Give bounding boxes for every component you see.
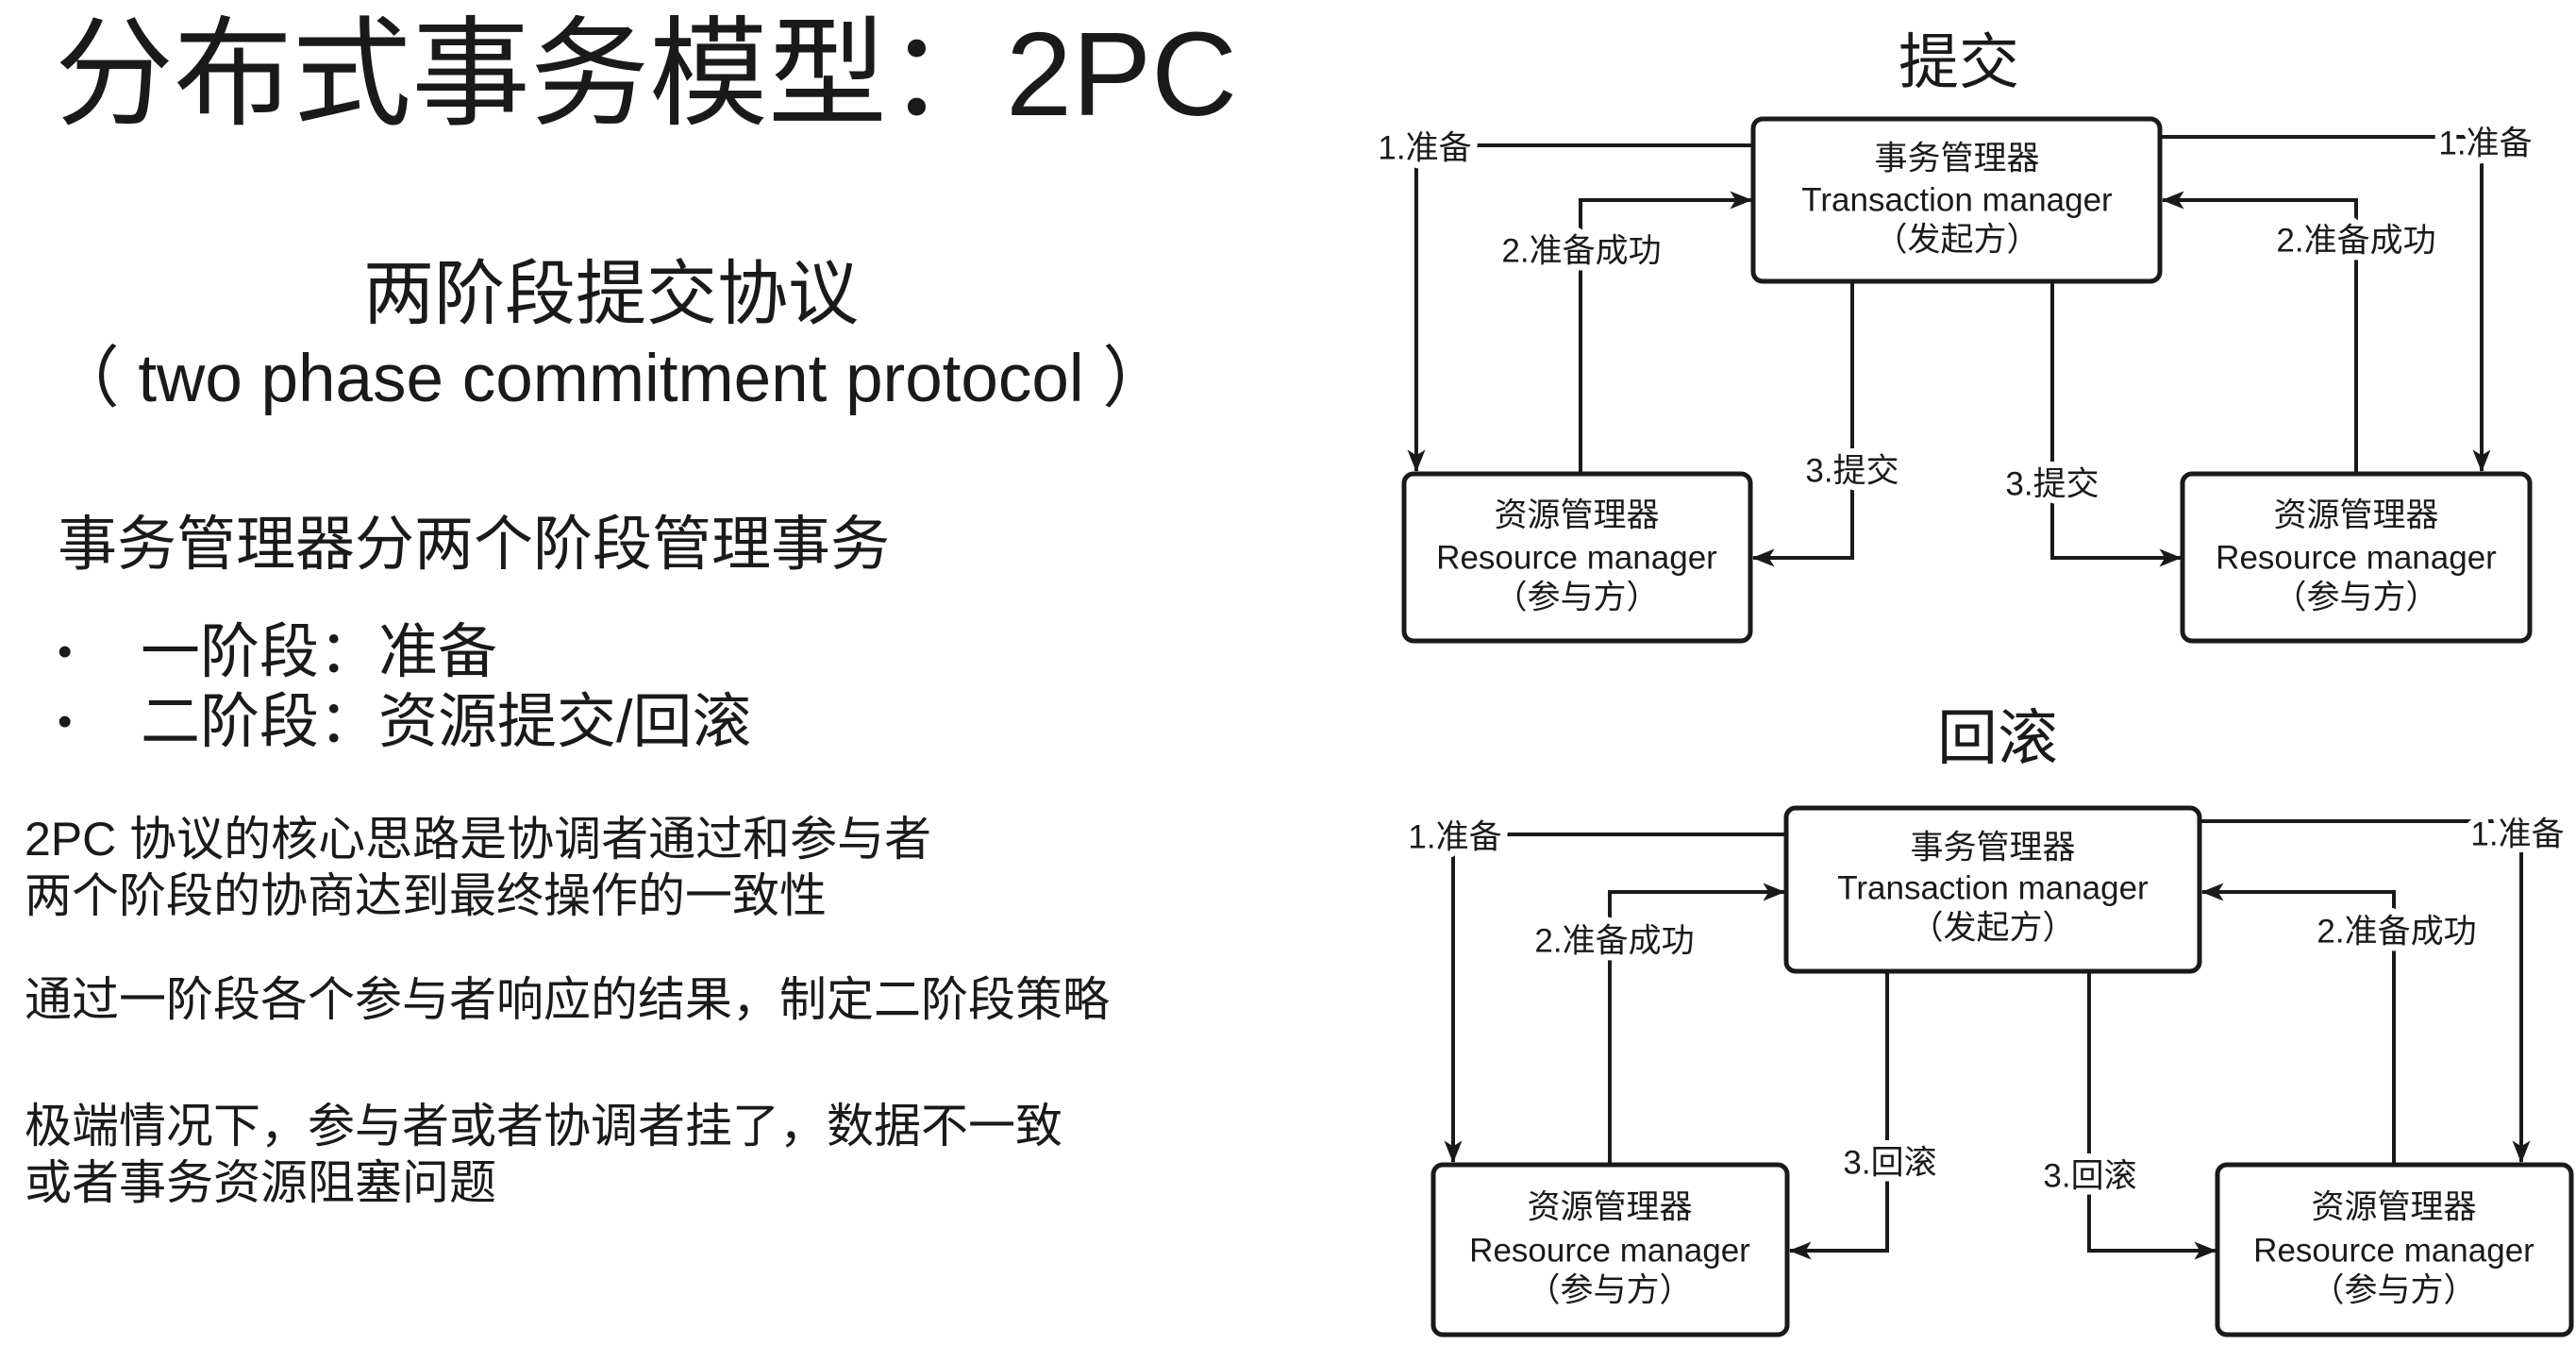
note-line: 2PC 协议的核心思路是协调者通过和参与者 bbox=[25, 813, 932, 866]
transaction-manager-node: 事务管理器 Transaction manager （发起方） bbox=[1783, 805, 2202, 974]
edge-label-prepare-ok-right: 2.准备成功 bbox=[2276, 223, 2435, 260]
protocol-name-cn: 两阶段提交协议 bbox=[362, 254, 859, 333]
edge-prepare-ok-left bbox=[1579, 191, 1753, 474]
node-name-cn: 资源管理器 bbox=[1494, 497, 1659, 534]
edge-prepare-ok-right bbox=[2200, 883, 2396, 1165]
edge-label-rollback-right: 3.回滚 bbox=[2043, 1158, 2136, 1195]
resource-manager-node-left: 资源管理器 Resource manager （参与方） bbox=[1430, 1162, 1790, 1338]
protocol-name-en: （ two phase commitment protocol ） bbox=[52, 342, 1170, 416]
note-line: 两个阶段的协商达到最终操作的一致性 bbox=[25, 869, 827, 922]
edge-prepare-left bbox=[1444, 833, 1786, 1164]
node-name-en: Resource manager bbox=[1436, 540, 1717, 577]
resource-manager-node-left: 资源管理器 Resource manager （参与方） bbox=[1401, 471, 1753, 644]
edge-prepare-right bbox=[2160, 135, 2491, 473]
node-border bbox=[1401, 471, 1753, 644]
node-name-cn: 事务管理器 bbox=[1874, 141, 2039, 177]
edge-prepare-right bbox=[2200, 819, 2531, 1164]
node-name-en: Resource manager bbox=[1469, 1233, 1750, 1270]
node-name-en: Transaction manager bbox=[1837, 870, 2149, 907]
commit-diagram: 提交 事务管理器 Transaction manager （发起方） 资源管理器… bbox=[1371, 28, 2539, 644]
node-name-en: Resource manager bbox=[2216, 540, 2497, 577]
note-line: 极端情况下，参与者或者协调者挂了，数据不一致 bbox=[25, 1099, 1062, 1153]
edge-rollback-left bbox=[1788, 971, 1889, 1260]
node-role: （参与方） bbox=[1527, 1272, 1692, 1309]
node-border bbox=[2215, 1162, 2574, 1338]
slide-title: 分布式事务模型：2PC bbox=[55, 8, 1238, 141]
node-name-cn: 资源管理器 bbox=[1527, 1189, 1692, 1226]
edge-label-commit-left: 3.提交 bbox=[1805, 453, 1899, 490]
phase-label: 一阶段：准备 bbox=[141, 619, 497, 685]
edge-rollback-right bbox=[2087, 971, 2217, 1260]
edge-prepare-ok-left bbox=[1608, 883, 1786, 1165]
node-name-cn: 事务管理器 bbox=[1910, 830, 2075, 866]
note-paragraph: 2PC 协议的核心思路是协调者通过和参与者 两个阶段的协商达到最终操作的一致性 bbox=[25, 811, 931, 924]
commit-diagram-title: 提交 bbox=[1899, 28, 2019, 96]
node-role: （参与方） bbox=[1494, 580, 1659, 616]
bullet-icon: • bbox=[58, 698, 73, 745]
phase-list: • 一阶段：准备 • 二阶段：资源提交/回滚 bbox=[58, 617, 752, 757]
note-line: 或者事务资源阻塞问题 bbox=[25, 1155, 496, 1210]
edge-commit-right bbox=[2050, 281, 2183, 567]
edge-label-prepare-ok-left: 2.准备成功 bbox=[1534, 923, 1694, 960]
edge-label-prepare-ok-right: 2.准备成功 bbox=[2317, 914, 2476, 951]
edge-label-prepare-ok-left: 2.准备成功 bbox=[1501, 233, 1661, 270]
edge-label-rollback-left: 3.回滚 bbox=[1843, 1145, 1936, 1182]
edge-commit-left bbox=[1751, 281, 1854, 567]
note-line: 通过一阶段各个参与者响应的结果，制定二阶段策略 bbox=[25, 972, 1110, 1027]
transaction-manager-node: 事务管理器 Transaction manager （发起方） bbox=[1750, 116, 2163, 284]
node-border bbox=[1750, 116, 2163, 284]
edge-label-prepare-right: 1.准备 bbox=[2438, 126, 2532, 162]
node-border bbox=[1430, 1162, 1790, 1338]
note-paragraph: 通过一阶段各个参与者响应的结果，制定二阶段策略 bbox=[25, 971, 1110, 1028]
phase-label: 二阶段：资源提交/回滚 bbox=[141, 689, 752, 755]
node-role: （发起方） bbox=[1874, 222, 2039, 259]
node-border bbox=[2180, 471, 2533, 644]
node-name-en: Transaction manager bbox=[1801, 182, 2113, 219]
node-name-cn: 资源管理器 bbox=[2273, 497, 2438, 534]
rollback-diagram: 回滚 事务管理器 Transaction manager （发起方） 资源管理器… bbox=[1401, 704, 2574, 1338]
edge-label-prepare-right: 1.准备 bbox=[2470, 816, 2564, 853]
phase-list-item: • 二阶段：资源提交/回滚 bbox=[58, 687, 752, 757]
edge-label-commit-right: 3.提交 bbox=[2005, 466, 2099, 503]
bullet-icon: • bbox=[58, 629, 73, 675]
phase-list-item: • 一阶段：准备 bbox=[58, 617, 752, 687]
edge-prepare-ok-right bbox=[2161, 191, 2358, 474]
node-border bbox=[1783, 805, 2202, 974]
resource-manager-node-right: 资源管理器 Resource manager （参与方） bbox=[2215, 1162, 2574, 1338]
node-name-cn: 资源管理器 bbox=[2311, 1189, 2476, 1226]
node-role: （参与方） bbox=[2273, 580, 2438, 616]
note-paragraph: 极端情况下，参与者或者协调者挂了，数据不一致 或者事务资源阻塞问题 bbox=[25, 1098, 1062, 1211]
node-role: （参与方） bbox=[2311, 1272, 2476, 1309]
edge-label-prepare-left: 1.准备 bbox=[1378, 130, 1471, 167]
rollback-diagram-title: 回滚 bbox=[1937, 704, 2058, 772]
node-name-en: Resource manager bbox=[2253, 1233, 2534, 1270]
node-role: （发起方） bbox=[1910, 910, 2075, 947]
intro-text: 事务管理器分两个阶段管理事务 bbox=[58, 512, 890, 578]
edge-prepare-left bbox=[1407, 143, 1753, 473]
edge-label-prepare-left: 1.准备 bbox=[1408, 819, 1501, 856]
resource-manager-node-right: 资源管理器 Resource manager （参与方） bbox=[2180, 471, 2533, 644]
